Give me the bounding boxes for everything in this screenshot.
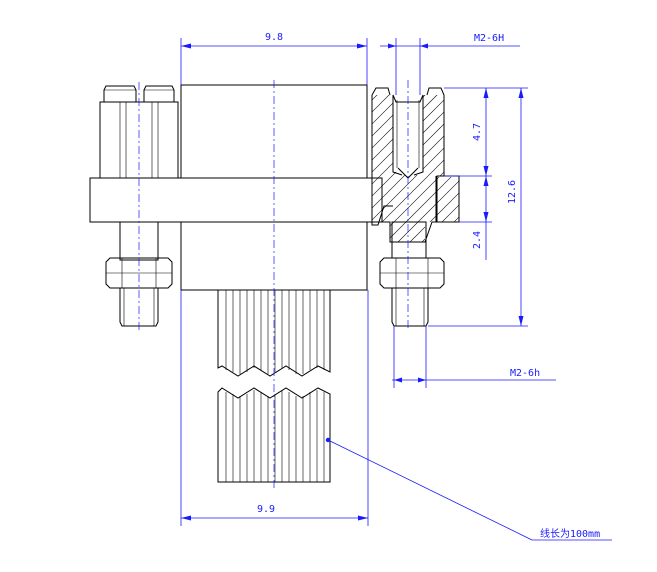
dim-thread-top: M2-6H — [474, 33, 504, 44]
dim-thread-bottom: M2-6h — [510, 368, 540, 379]
dim-top-width: 9.8 — [265, 32, 283, 43]
dim-height-lower: 2.4 — [472, 231, 483, 249]
dimension-lines — [180, 38, 612, 541]
right-section-view — [371, 87, 460, 327]
dimension-labels: 9.8 9.9 M2-6H M2-6h 4.7 2.4 12.6 线长为100m… — [257, 32, 600, 540]
ribbon-cable — [217, 289, 331, 483]
center-lines — [138, 80, 409, 488]
cable-length-note: 线长为100mm — [540, 527, 600, 540]
dim-bottom-width: 9.9 — [257, 504, 275, 515]
dim-height-upper: 4.7 — [472, 123, 483, 141]
dim-height-total: 12.6 — [507, 180, 518, 204]
mounting-plate — [89, 177, 383, 223]
